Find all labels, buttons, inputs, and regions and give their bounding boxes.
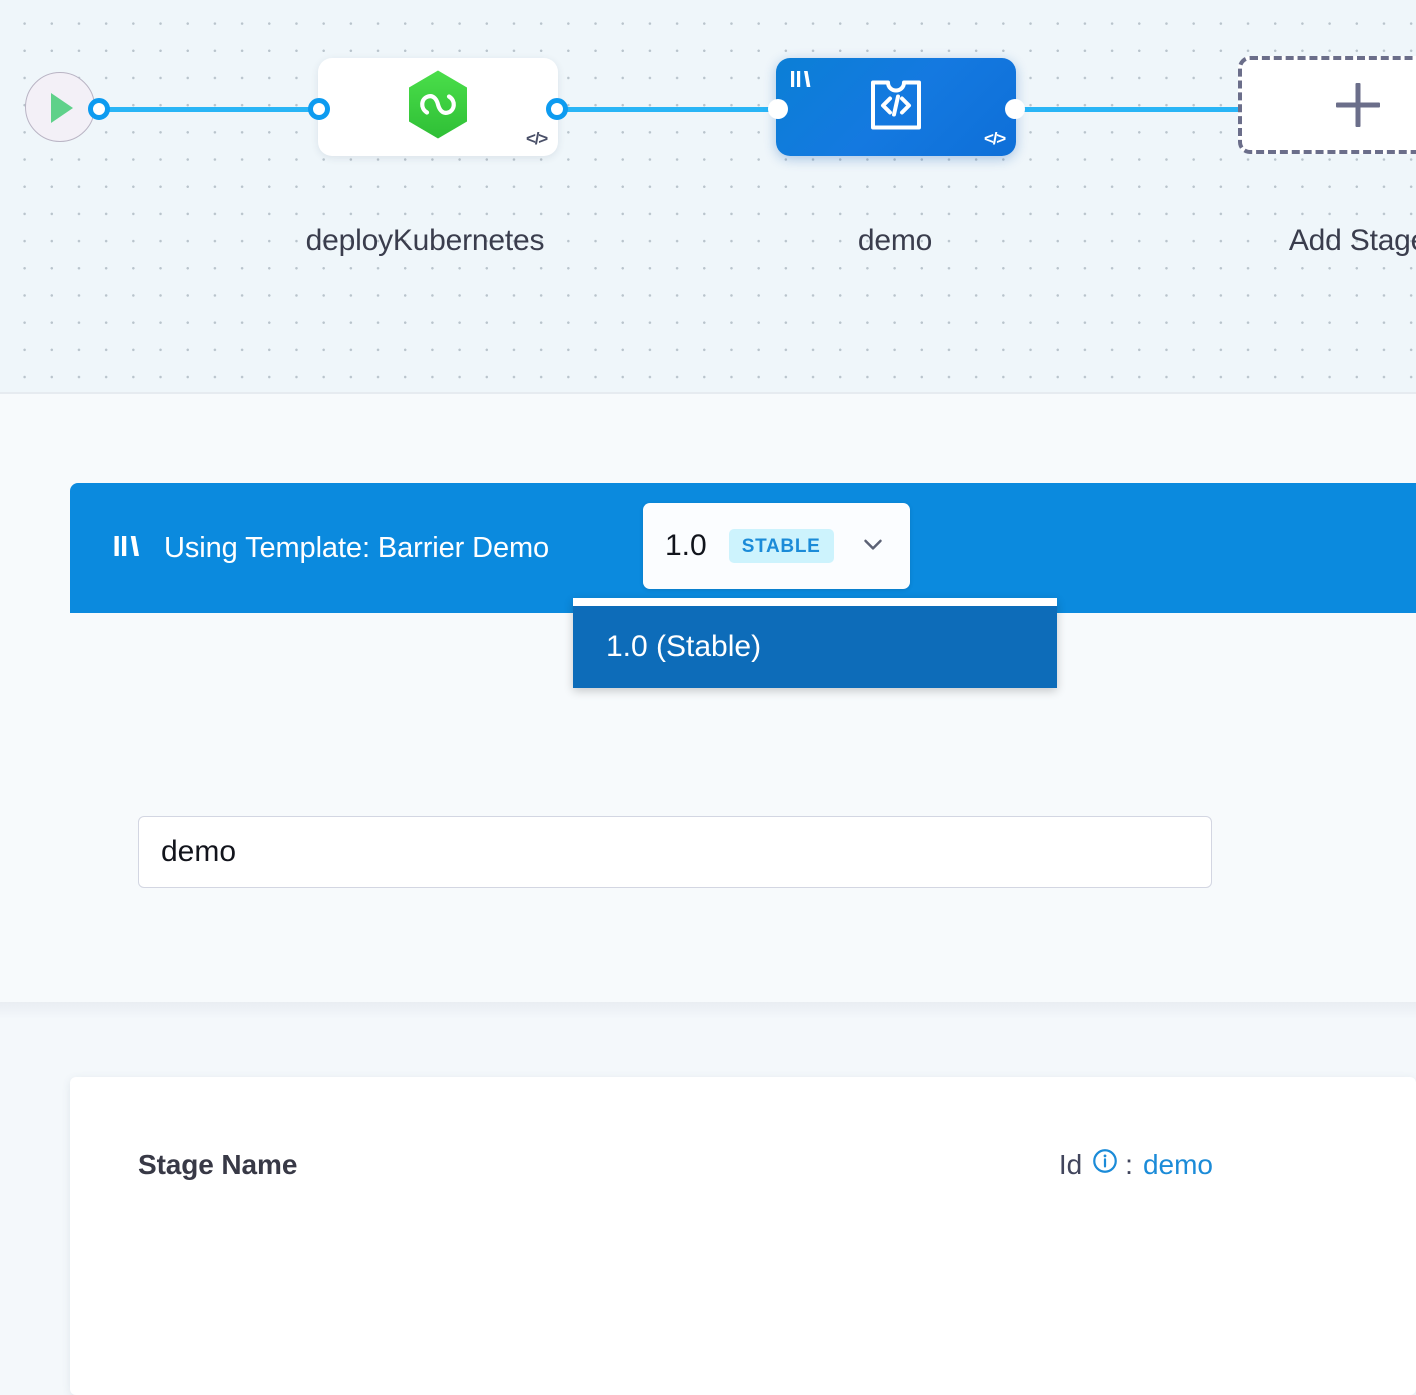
stable-badge: STABLE	[728, 529, 834, 563]
stage-label-deploy-kubernetes: deployKubernetes	[305, 224, 545, 257]
play-icon	[51, 93, 73, 123]
stage-name-label: Stage Name	[138, 1148, 298, 1180]
stage-id-value[interactable]: demo	[1142, 1148, 1213, 1180]
code-icon: </>	[526, 129, 548, 148]
deploy-kubernetes-input-port[interactable]	[308, 98, 330, 120]
pipeline-start-node[interactable]	[25, 72, 95, 142]
dropdown-option-1-0-stable[interactable]: 1.0 (Stable)	[573, 606, 1057, 688]
id-separator: :	[1125, 1148, 1133, 1180]
id-label: Id	[1058, 1148, 1083, 1180]
connector-start-to-deploy	[90, 107, 330, 112]
harness-cd-hexagon-icon	[406, 70, 470, 145]
demo-output-port[interactable]	[1005, 99, 1025, 119]
stage-node-deploy-kubernetes[interactable]: </>	[318, 58, 558, 156]
plus-icon-vertical	[1355, 83, 1361, 127]
connector-demo-to-add	[1005, 107, 1255, 112]
using-template-text: Using Template: Barrier Demo	[164, 531, 550, 564]
info-circle-icon[interactable]	[1091, 1147, 1119, 1182]
add-stage-node[interactable]	[1238, 56, 1416, 154]
template-bars-icon	[789, 67, 813, 96]
using-template-banner: Using Template: Barrier Demo 1.0 STABLE	[70, 483, 1416, 613]
template-version-dropdown-menu[interactable]: 1.0 (Stable)	[573, 598, 1057, 688]
stage-node-demo[interactable]: </>	[776, 58, 1016, 156]
stage-overview-card: Stage Name Id : demo	[70, 1077, 1416, 1395]
panel-bottom-strip	[0, 1002, 1416, 1018]
stage-id-display: Id : demo	[1059, 1147, 1213, 1182]
code-icon: </>	[984, 129, 1006, 148]
add-stage-label: Add Stage	[1288, 224, 1416, 257]
connector-deploy-to-demo	[548, 107, 793, 112]
stage-name-input[interactable]	[138, 816, 1212, 888]
start-node-output-port[interactable]	[88, 98, 110, 120]
template-bars-icon	[112, 531, 142, 566]
deploy-kubernetes-output-port[interactable]	[546, 98, 568, 120]
template-version-selector[interactable]: 1.0 STABLE	[643, 503, 910, 589]
chevron-down-icon[interactable]	[858, 529, 888, 564]
demo-input-port[interactable]	[768, 99, 788, 119]
template-puzzle-code-icon	[865, 74, 927, 141]
pipeline-canvas[interactable]: </> deployKubernetes </> demo Add	[0, 0, 1416, 394]
template-version-value: 1.0	[665, 529, 707, 562]
stage-config-panel: Using Template: Barrier Demo 1.0 STABLE …	[0, 394, 1416, 1395]
stage-label-demo: demo	[857, 224, 933, 257]
stage-name-field-header: Stage Name Id : demo	[138, 1147, 1213, 1182]
